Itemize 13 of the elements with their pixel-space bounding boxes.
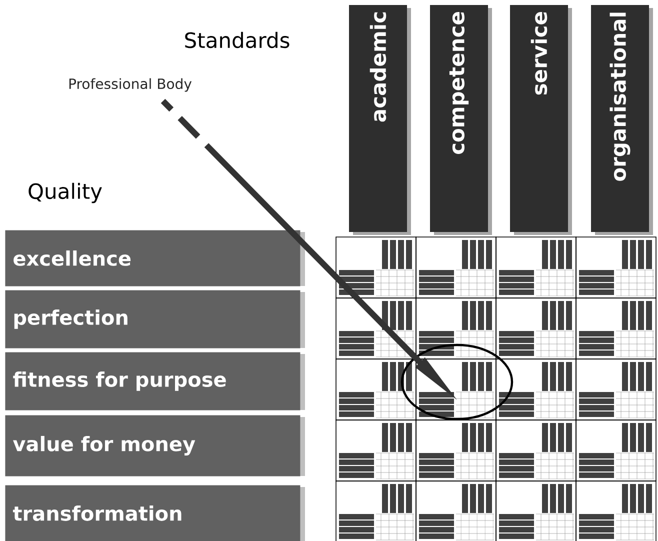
standard-bar: service	[510, 5, 572, 235]
focus-ellipse	[400, 344, 514, 420]
quality-bar: excellence	[5, 230, 305, 286]
standard-bar: organisational	[591, 5, 653, 235]
quality-bar: perfection	[5, 290, 305, 348]
heading: Quality	[28, 182, 102, 204]
standard-bar: academic	[349, 5, 411, 235]
quality-bar: transformation	[5, 485, 305, 541]
heading: Standards	[185, 32, 290, 48]
standard-bar: competence	[430, 5, 492, 235]
quality-bar: fitness for purpose	[5, 352, 305, 410]
body-label: Professional Body	[69, 78, 192, 92]
quality-bar: value for money	[5, 415, 305, 476]
